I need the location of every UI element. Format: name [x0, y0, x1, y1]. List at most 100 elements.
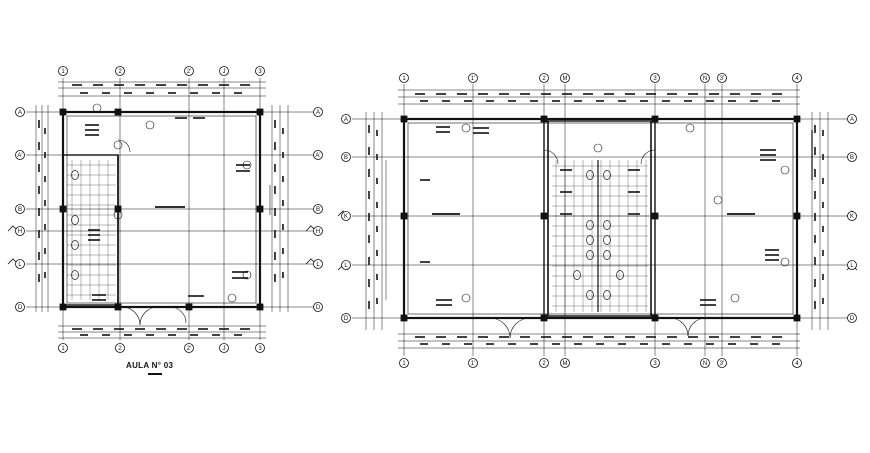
- grid-bubble-bottom-4: 3: [650, 358, 660, 368]
- toilet-fixture: [573, 270, 581, 280]
- grid-bubble-circle: [313, 107, 323, 117]
- grid-bubble-circle: [115, 343, 125, 353]
- detail-tag-4: [92, 103, 102, 113]
- detail-tag-5: [113, 140, 123, 150]
- grid-bubble-bottom-3: M: [560, 358, 570, 368]
- grid-bubble-label: L: [18, 262, 22, 268]
- grid-bubble-top-2: 2: [539, 73, 549, 83]
- grid-bubble-label: M: [563, 361, 568, 367]
- grid-bubble-top-4: 3: [650, 73, 660, 83]
- plan-linework: [7, 78, 858, 356]
- grid-bubble-left-3: H: [15, 226, 25, 236]
- grid-bubble-top-4: 3: [255, 66, 265, 76]
- grid-bubble-circle: [341, 114, 351, 124]
- grid-bubble-label: 1: [402, 361, 406, 367]
- grid-bubble-circle: [341, 313, 351, 323]
- door-swing: [489, 317, 511, 339]
- grid-bubble-circle: [15, 259, 25, 269]
- grid-bubble-right-3: L: [847, 260, 857, 270]
- grid-bubble-label: B: [18, 207, 22, 213]
- title-underline: [148, 373, 162, 375]
- structural-column: [256, 205, 264, 213]
- toilet-fixture: [586, 220, 594, 230]
- grid-bubble-bottom-2: 2: [539, 358, 549, 368]
- structural-column: [651, 314, 659, 322]
- structural-column: [185, 303, 193, 311]
- grid-bubble-circle: [650, 73, 660, 83]
- structural-column: [114, 108, 122, 116]
- drawing-title: AULA N° 03: [126, 361, 174, 370]
- grid-bubble-top-5: N: [700, 73, 710, 83]
- grid-bubble-top-0: 1: [399, 73, 409, 83]
- grid-bubble-circle: [15, 302, 25, 312]
- grid-bubble-circle: [219, 66, 229, 76]
- detail-tag-6: [593, 143, 603, 153]
- grid-bubble-circle: [341, 211, 351, 221]
- grid-bubble-circle: [15, 107, 25, 117]
- toilet-fixture: [586, 250, 594, 260]
- grid-bubble-label: A: [316, 110, 320, 116]
- grid-bubble-bottom-1: 2: [115, 343, 125, 353]
- grid-bubble-label: 3: [653, 361, 657, 367]
- toilet-fixture: [603, 290, 611, 300]
- grid-bubble-bottom-1: 1': [468, 358, 478, 368]
- grid-bubble-circle: [58, 66, 68, 76]
- grid-bubble-label: J: [223, 346, 226, 352]
- grid-bubble-label: H: [18, 229, 22, 235]
- grid-bubble-right-2: B: [313, 204, 323, 214]
- grid-bubble-circle: [255, 66, 265, 76]
- structural-column: [400, 314, 408, 322]
- grid-bubble-right-4: D: [847, 313, 857, 323]
- grid-bubble-circle: [341, 260, 351, 270]
- grid-bubble-circle: [313, 302, 323, 312]
- toilet-fixture: [603, 170, 611, 180]
- grid-bubble-label: 1: [402, 76, 406, 82]
- grid-bubble-circle: [15, 204, 25, 214]
- detail-tag-2: [780, 165, 790, 175]
- structural-column: [793, 314, 801, 322]
- grid-bubble-top-3: M: [560, 73, 570, 83]
- toilet-fixture: [586, 235, 594, 245]
- grid-bubble-label: 3': [720, 76, 724, 82]
- grid-bubble-circle: [184, 66, 194, 76]
- grid-bubble-circle: [468, 358, 478, 368]
- grid-bubble-label: N: [703, 76, 707, 82]
- grid-bubble-circle: [650, 358, 660, 368]
- structural-column: [540, 314, 548, 322]
- grid-bubble-label: A: [850, 117, 854, 123]
- toilet-fixture: [603, 250, 611, 260]
- grid-bubble-label: D: [850, 316, 855, 322]
- grid-bubble-bottom-5: N: [700, 358, 710, 368]
- grid-bubble-label: 2: [542, 361, 546, 367]
- grid-bubble-circle: [847, 260, 857, 270]
- door-swing: [669, 317, 689, 337]
- detail-tag-3: [227, 293, 237, 303]
- structural-column: [256, 108, 264, 116]
- grid-bubble-bottom-2: 2': [184, 343, 194, 353]
- detail-tag-2: [242, 270, 252, 280]
- grid-bubble-circle: [539, 73, 549, 83]
- wall-inner-face: [66, 115, 257, 304]
- structural-column: [651, 115, 659, 123]
- grid-bubble-top-1: 1': [468, 73, 478, 83]
- grid-bubble-label: B: [316, 207, 320, 213]
- detail-tag-4: [461, 293, 471, 303]
- grid-bubble-circle: [255, 343, 265, 353]
- grid-bubble-label: 2: [118, 69, 122, 75]
- grid-bubble-label: A': [17, 153, 22, 159]
- grid-bubble-circle: [539, 358, 549, 368]
- grid-bubble-circle: [560, 358, 570, 368]
- grid-bubble-label: D: [18, 305, 23, 311]
- grid-bubble-label: K: [344, 214, 348, 220]
- grid-bubble-circle: [847, 114, 857, 124]
- grid-bubble-label: J: [223, 69, 226, 75]
- grid-bubble-top-2: 2': [184, 66, 194, 76]
- grid-bubble-circle: [15, 150, 25, 160]
- grid-bubble-circle: [792, 73, 802, 83]
- grid-bubble-circle: [58, 343, 68, 353]
- exterior-wall: [402, 117, 799, 320]
- grid-bubble-left-1: A': [15, 150, 25, 160]
- grid-bubble-left-2: B: [15, 204, 25, 214]
- grid-bubble-circle: [468, 73, 478, 83]
